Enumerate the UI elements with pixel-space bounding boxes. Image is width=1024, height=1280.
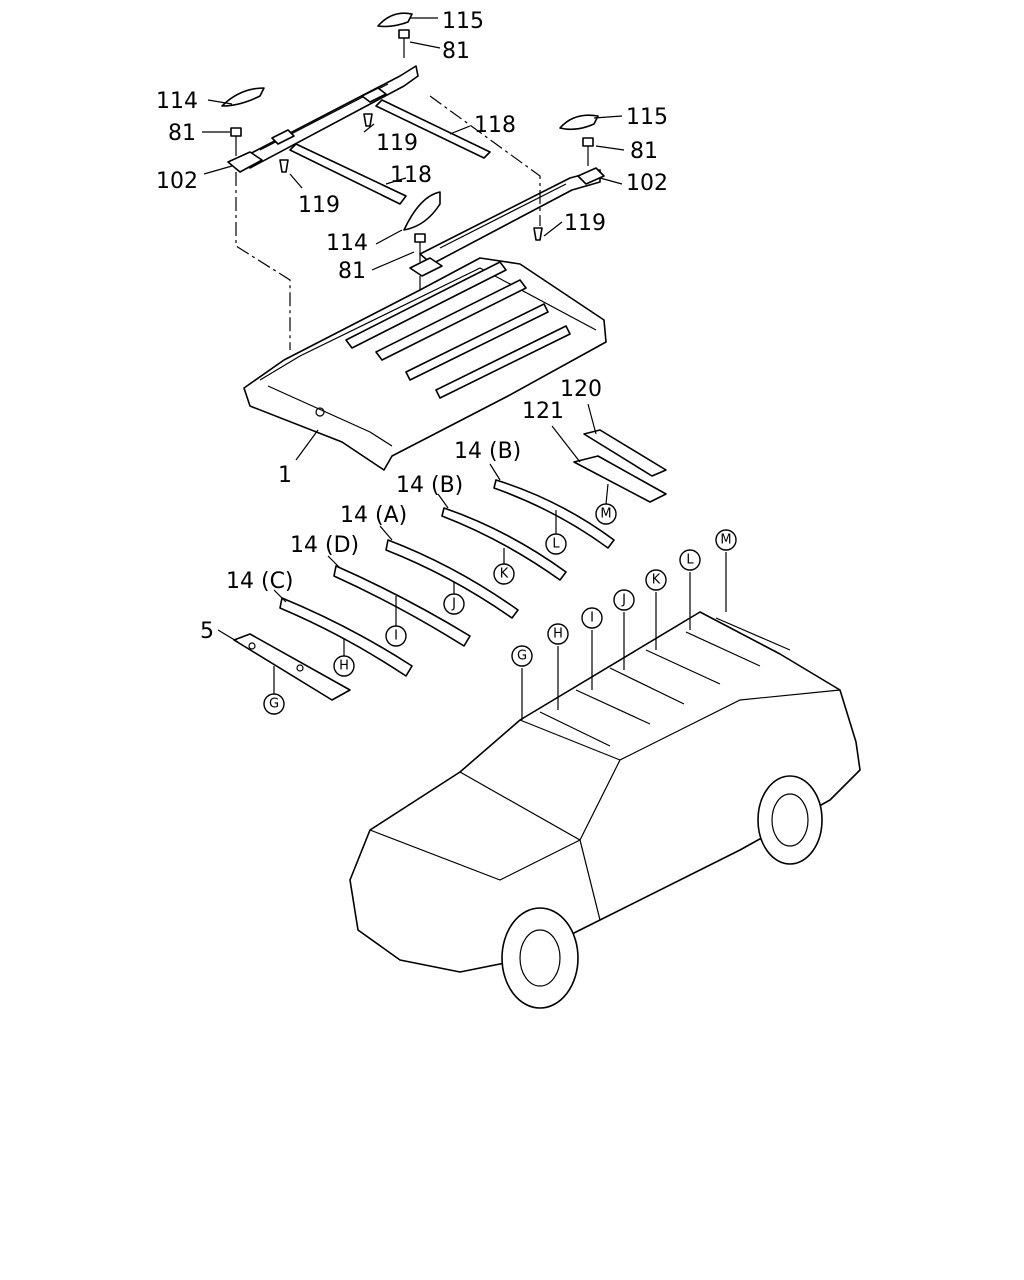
label-120: 120	[560, 377, 602, 402]
bracket-121	[573, 455, 667, 503]
callout-i-car: I	[581, 607, 603, 629]
svg-text:K: K	[652, 573, 661, 588]
callout-h-car: H	[547, 623, 569, 645]
svg-text:H: H	[339, 659, 349, 674]
bow-14c	[279, 597, 413, 677]
leader-lines	[202, 17, 727, 720]
slat-118-upper	[375, 99, 491, 159]
label-81-top: 81	[442, 39, 470, 64]
callout-k-part: K	[493, 563, 515, 585]
label-81-left: 81	[168, 121, 196, 146]
label-14d: 14 (D)	[290, 533, 359, 558]
callout-m-part: M	[595, 503, 617, 525]
roof-rail-left	[227, 65, 419, 173]
label-102-left: 102	[156, 169, 198, 194]
label-114-left: 114	[156, 89, 198, 114]
callout-l-part: L	[545, 533, 567, 555]
end-cap-114-left	[221, 87, 265, 107]
label-5: 5	[200, 619, 214, 644]
label-1-roof: 1	[278, 463, 292, 488]
bow-5	[233, 633, 351, 701]
clip-119-b	[279, 159, 289, 173]
callout-l-car: L	[679, 549, 701, 571]
bracket-120	[583, 429, 667, 477]
bow-14d	[333, 565, 471, 647]
svg-text:L: L	[552, 537, 560, 552]
roof-panel	[243, 257, 607, 471]
label-114-mid: 114	[326, 231, 368, 256]
callouts: M L K J I H G G	[263, 503, 737, 715]
label-81-mid: 81	[338, 259, 366, 284]
svg-text:M: M	[600, 507, 611, 522]
svg-text:I: I	[590, 611, 594, 626]
svg-text:J: J	[621, 593, 626, 608]
slat-118-lower	[289, 143, 407, 205]
callout-k-car: K	[645, 569, 667, 591]
callout-g-car: G	[511, 645, 533, 667]
callout-j-part: J	[443, 593, 465, 615]
bow-14a	[385, 539, 519, 619]
label-119-right: 119	[564, 211, 606, 236]
label-115-right: 115	[626, 105, 668, 130]
bow-14b-rear	[493, 479, 615, 549]
svg-text:G: G	[517, 649, 527, 664]
label-14c: 14 (C)	[226, 569, 294, 594]
label-118-upper: 118	[474, 113, 516, 138]
callout-m-car: M	[715, 529, 737, 551]
label-81-right: 81	[630, 139, 658, 164]
callout-i-part: I	[385, 625, 407, 647]
end-cap-115-top	[377, 12, 413, 28]
label-14b-front: 14 (B)	[396, 473, 463, 498]
end-cap-115-right	[559, 114, 599, 131]
label-115-top: 115	[442, 9, 484, 34]
bolt-81-left	[230, 127, 242, 156]
callout-g-part: G	[263, 693, 285, 715]
bolt-81-mid	[414, 233, 426, 262]
end-cap-114-mid	[403, 191, 441, 231]
label-14b-rear: 14 (B)	[454, 439, 521, 464]
label-102-right: 102	[626, 171, 668, 196]
label-121: 121	[522, 399, 564, 424]
callout-j-car: J	[613, 589, 635, 611]
label-119-upper: 119	[376, 131, 418, 156]
clip-119-a	[363, 113, 373, 127]
bow-14b-front	[441, 507, 567, 581]
callout-h-part: H	[333, 655, 355, 677]
svg-text:G: G	[269, 697, 279, 712]
label-119-lower: 119	[298, 193, 340, 218]
svg-text:K: K	[500, 567, 509, 582]
clip-119-c	[533, 227, 543, 241]
svg-text:M: M	[720, 533, 731, 548]
svg-text:H: H	[553, 627, 563, 642]
roof-rail-right	[409, 167, 605, 277]
bolt-81-right	[582, 137, 594, 166]
part-labels: 115 81 114 81 102 119 118 118 119 115 81…	[156, 9, 668, 644]
bolt-81-top	[398, 29, 410, 58]
label-14a: 14 (A)	[340, 503, 407, 528]
svg-text:L: L	[686, 553, 694, 568]
svg-text:I: I	[394, 629, 398, 644]
svg-text:J: J	[451, 597, 456, 612]
label-118-lower: 118	[390, 163, 432, 188]
vehicle	[349, 611, 861, 1009]
